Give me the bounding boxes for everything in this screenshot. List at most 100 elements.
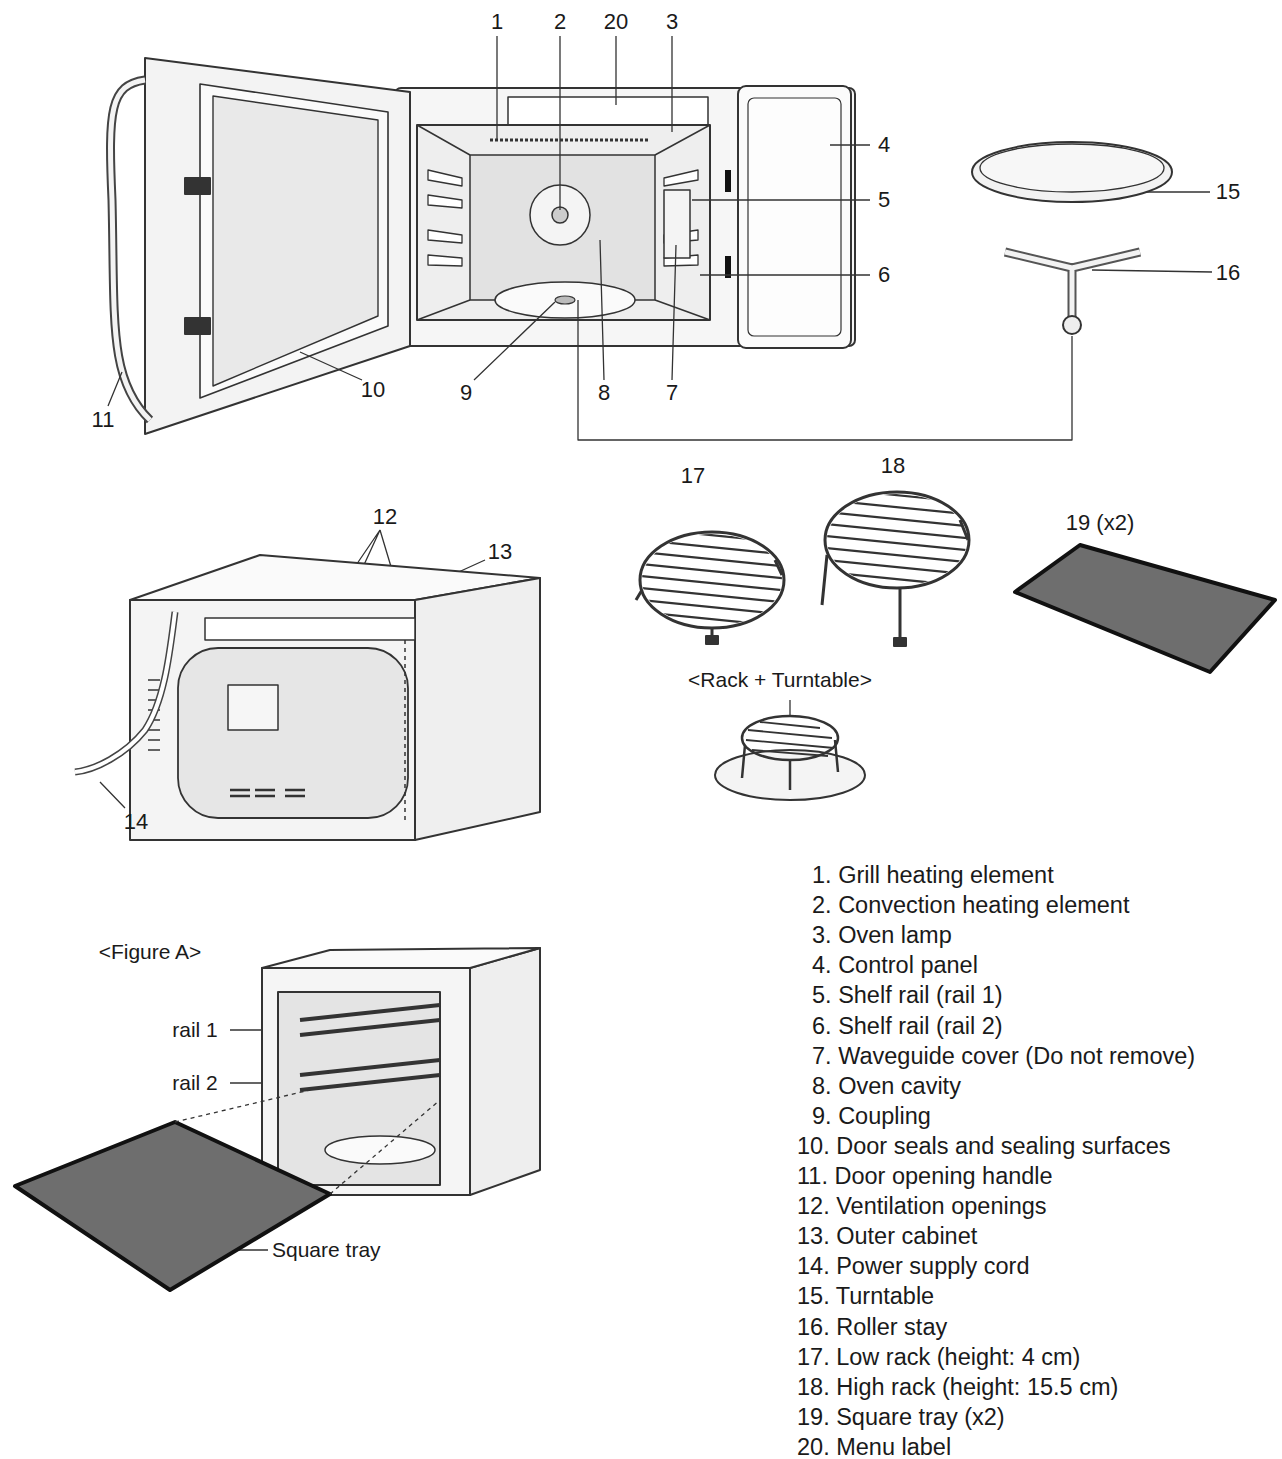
callout-number: 8 [598,381,610,405]
part-list-item: 5. Shelf rail (rail 1) [812,983,1003,1009]
microwave-front-part [185,178,210,194]
turntable-parts-part [972,142,1172,202]
leader-line [100,36,1212,1250]
microwave-back-part [230,790,305,796]
rack-part-part [825,488,975,587]
microwave-back-part [178,648,408,818]
callout-number: 2 [554,10,566,34]
part-label: Square tray [272,1238,381,1261]
part-list-item: 7. Waveguide cover (Do not remove) [812,1044,1195,1070]
microwave-front-part [748,98,841,336]
callout-number: 7 [666,381,678,405]
callout-number: 19 (x2) [1066,511,1134,535]
rack-part [640,528,790,627]
callout-number: 3 [666,10,678,34]
microwave-front-part [145,58,410,434]
callout-number: 10 [361,378,385,402]
rack [636,488,1275,800]
rack-part [742,740,838,790]
part-list-item: 13. Outer cabinet [797,1224,977,1250]
callout-number: 5 [878,188,890,212]
rack-part-part [640,528,790,627]
microwave-front-part [200,84,388,398]
turntable-parts-part [980,144,1164,192]
part-list-item: 16. Roller stay [797,1315,947,1341]
rack-part [894,638,906,646]
rack-part [636,560,782,640]
microwave-front-part [664,170,698,266]
figure-a-part [175,1090,440,1194]
part-list-item: 2. Convection heating element [812,893,1129,919]
microwave-front-part [470,155,655,300]
callout-number: 15 [1216,180,1240,204]
leader-line-part [108,36,1212,406]
microwave-front [111,58,855,434]
rack-part [822,520,968,640]
microwave-front-part [417,125,710,320]
callout-number: 18 [881,454,905,478]
turntable-parts [972,142,1172,334]
microwave-back-part [228,685,278,730]
microwave-back-part [404,640,406,820]
figure-a-part [278,992,440,1185]
callout-number: 13 [488,540,512,564]
rack-part [1015,545,1275,672]
callout-number: 6 [878,263,890,287]
part-list-item: 12. Ventilation openings [797,1194,1047,1220]
part-list-item: 14. Power supply cord [797,1254,1030,1280]
microwave-front-part [490,139,650,142]
part-list-item: 4. Control panel [812,953,978,979]
figure-a-part [262,948,540,968]
part-list-item: 15. Turntable [797,1284,934,1310]
figure-caption: <Figure A> [99,940,202,963]
microwave-front-part [555,296,575,304]
figure-a-part [15,1122,330,1290]
microwave-front-part [417,125,710,320]
part-list-item: 19. Square tray (x2) [797,1405,1005,1431]
microwave-back-part [415,578,540,840]
callout-number: 11 [92,408,115,432]
microwave-front-part [725,170,731,192]
turntable-parts-part [1005,252,1140,320]
part-list-item: 3. Oven lamp [812,923,952,949]
microwave-front-part [111,80,150,420]
part-list-item: 17. Low rack (height: 4 cm) [797,1345,1080,1371]
microwave-front-part [664,190,690,258]
callout-number: 9 [460,381,472,405]
microwave-back-part [75,612,175,772]
microwave-front-part [213,96,378,386]
part-list-item: 11. Door opening handle [797,1164,1053,1190]
microwave-front-part [395,88,855,346]
rack-part [825,488,975,587]
figure-a-part [325,1136,435,1164]
figure-a [15,948,540,1290]
callout-number: 17 [681,464,705,488]
microwave-front-part [495,282,635,318]
part-list-item: 6. Shelf rail (rail 2) [812,1014,1003,1040]
part-list-item: 20. Menu label [797,1435,951,1459]
turntable-parts-part [1005,252,1140,320]
rack-part [742,716,838,760]
figure-a-part [300,1005,440,1090]
figure-a-part [470,948,540,1195]
callout-number: 12 [373,505,397,529]
rack-part [746,722,834,756]
part-list-item: 10. Door seals and sealing surfaces [797,1134,1171,1160]
part-label: rail 2 [172,1071,218,1094]
microwave-front-part [111,80,150,420]
microwave-front-part [185,318,210,334]
microwave-front-part [428,170,462,266]
part-label: rail 1 [172,1018,218,1041]
callout-number: 1 [491,10,503,34]
callout-number: 14 [124,810,148,834]
microwave-back-part [75,612,175,772]
rack-part [706,636,718,644]
callout-number: 20 [604,10,628,34]
callout-number: 4 [878,133,890,157]
leader-line-part [578,300,1072,440]
figure-a-part [262,968,470,1195]
part-list-item: 8. Oven cavity [812,1074,961,1100]
callout-number: 16 [1216,261,1240,285]
